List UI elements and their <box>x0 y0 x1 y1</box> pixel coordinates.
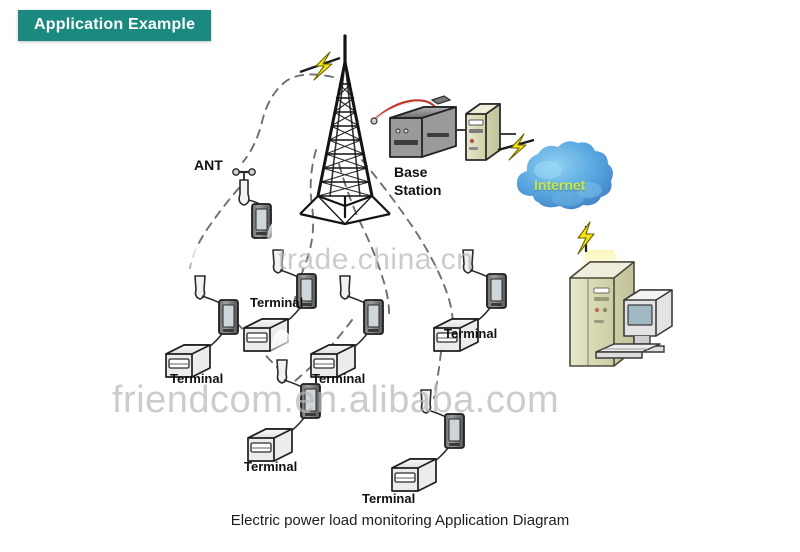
terminal-label-1: Terminal <box>170 371 224 386</box>
signal-bolt-internet-uplink <box>497 133 535 161</box>
rf-link-tower-terminal3 <box>338 163 391 319</box>
rf-link-terminal4-terminal6 <box>433 351 442 399</box>
signal-bolt-internet-downlink <box>577 221 595 255</box>
terminal-label-4: Terminal <box>444 326 498 341</box>
terminal-label-6: Terminal <box>362 491 416 506</box>
terminal-label-3: Terminal <box>312 371 366 386</box>
base-station-label-line2: Station <box>394 182 442 198</box>
terminal-node-6 <box>391 359 465 492</box>
cell-tower-icon <box>299 34 391 226</box>
ant-node-icon <box>232 168 272 239</box>
base-station-server-icon <box>465 103 516 161</box>
workstation-keyboard-icon <box>595 343 661 359</box>
application-example-banner: Application Example <box>18 10 212 41</box>
rf-link-terminal3-hub <box>294 319 353 382</box>
diagram-caption: Electric power load monitoring Applicati… <box>230 512 570 529</box>
internet-label: Internet <box>534 177 586 193</box>
base-station-device-icon <box>370 95 468 158</box>
internet-cloud-icon <box>516 141 613 210</box>
base-station-label-line1: Base <box>394 164 428 180</box>
rf-link-tower-ant <box>242 73 334 163</box>
terminal-node-3 <box>310 245 384 378</box>
ant-label: ANT <box>194 157 223 173</box>
signal-bolt-tower <box>299 51 341 81</box>
data-center-server-icon <box>569 250 673 367</box>
terminal-node-1 <box>165 245 239 378</box>
terminal-label-2: Terminal <box>250 295 304 310</box>
terminal-label-5: Terminal <box>244 459 298 474</box>
rf-link-tower-terminal4 <box>361 159 454 337</box>
